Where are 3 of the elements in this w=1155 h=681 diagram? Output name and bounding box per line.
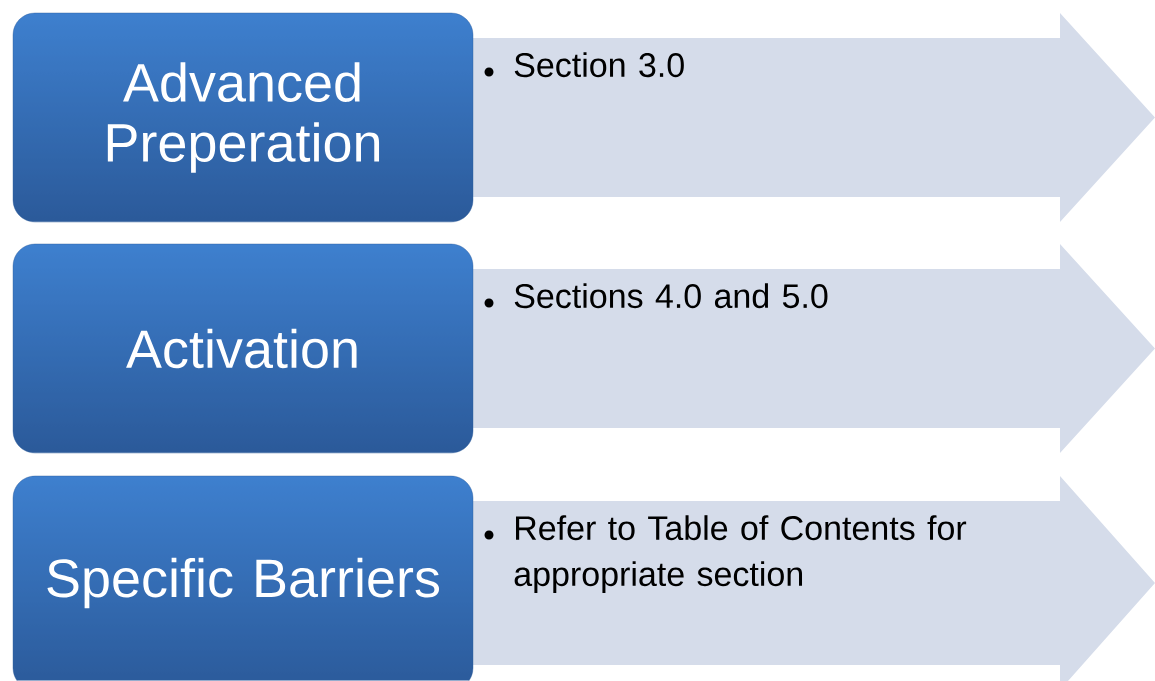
process-box: Advanced Preperation bbox=[12, 12, 474, 223]
process-box: Specific Barriers bbox=[12, 475, 474, 681]
process-box: Activation bbox=[12, 243, 474, 454]
